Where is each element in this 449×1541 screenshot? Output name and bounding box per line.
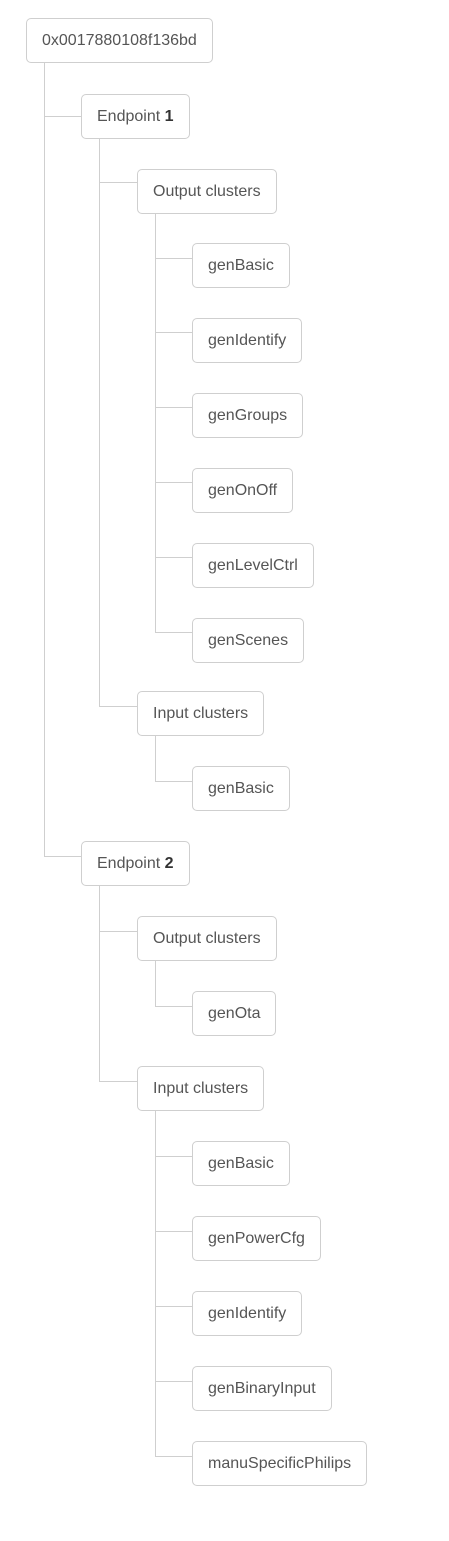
tree-connector <box>155 557 192 558</box>
cluster-name: genOnOff <box>208 482 278 499</box>
cluster-node-genidentify[interactable]: genIdentify <box>192 1291 303 1336</box>
endpoint-number: 2 <box>164 855 174 872</box>
endpoint-1-node[interactable]: Endpoint 1 <box>81 94 190 139</box>
cluster-node-gengroups[interactable]: genGroups <box>192 393 304 438</box>
cluster-name: genBinaryInput <box>208 1380 316 1397</box>
endpoint-label: Endpoint <box>97 855 165 872</box>
endpoint-1-input-clusters-node[interactable]: Input clusters <box>137 691 265 736</box>
cluster-name: genPowerCfg <box>208 1230 305 1247</box>
tree-connector <box>99 1081 137 1082</box>
tree-connector <box>155 632 192 633</box>
tree-connector <box>155 482 192 483</box>
tree-connector <box>155 1381 192 1382</box>
endpoint-2-node[interactable]: Endpoint 2 <box>81 841 190 886</box>
cluster-name: genIdentify <box>208 332 287 349</box>
cluster-node-genbasic[interactable]: genBasic <box>192 766 290 811</box>
tree-connector <box>155 1456 192 1457</box>
cluster-name: genLevelCtrl <box>208 557 298 574</box>
output-clusters-label: Output clusters <box>153 930 261 947</box>
tree-connector <box>99 931 137 932</box>
cluster-node-genpowercfg[interactable]: genPowerCfg <box>192 1216 321 1261</box>
tree-connector <box>155 781 192 782</box>
device-ieee-address: 0x0017880108f136bd <box>42 32 197 49</box>
endpoint-2-input-clusters-node[interactable]: Input clusters <box>137 1066 265 1111</box>
tree-connector <box>44 62 45 856</box>
cluster-name: manuSpecificPhilips <box>208 1455 352 1472</box>
cluster-node-genidentify[interactable]: genIdentify <box>192 318 303 363</box>
cluster-name: genBasic <box>208 780 274 797</box>
cluster-name: genBasic <box>208 1155 274 1172</box>
cluster-node-genbasic[interactable]: genBasic <box>192 1141 290 1186</box>
input-clusters-label: Input clusters <box>153 705 249 722</box>
tree-connector <box>44 116 81 117</box>
cluster-name: genOta <box>208 1005 261 1022</box>
cluster-node-genbinaryinput[interactable]: genBinaryInput <box>192 1366 332 1411</box>
endpoint-1-output-clusters-node[interactable]: Output clusters <box>137 169 277 214</box>
output-clusters-label: Output clusters <box>153 183 261 200</box>
endpoint-label: Endpoint <box>97 108 165 125</box>
cluster-node-genscenes[interactable]: genScenes <box>192 618 305 663</box>
tree-connector <box>155 1006 192 1007</box>
tree-connector <box>44 856 81 857</box>
tree-connector <box>99 182 137 183</box>
cluster-node-manuspecificphilips[interactable]: manuSpecificPhilips <box>192 1441 368 1486</box>
tree-connector <box>99 706 137 707</box>
cluster-node-genota[interactable]: genOta <box>192 991 277 1036</box>
cluster-name: genGroups <box>208 407 288 424</box>
tree-connector <box>155 258 192 259</box>
input-clusters-label: Input clusters <box>153 1080 249 1097</box>
tree-connector <box>155 1110 156 1456</box>
cluster-name: genScenes <box>208 632 289 649</box>
tree-connector <box>155 735 156 781</box>
tree-connector <box>155 960 156 1006</box>
tree-connector <box>99 138 100 706</box>
tree-connector <box>155 213 156 632</box>
cluster-name: genIdentify <box>208 1305 287 1322</box>
endpoint-number: 1 <box>164 108 174 125</box>
tree-connector <box>155 1156 192 1157</box>
tree-connector <box>99 886 100 1081</box>
tree-connector <box>155 332 192 333</box>
cluster-name: genBasic <box>208 257 274 274</box>
tree-connector <box>155 407 192 408</box>
device-ieee-address-node[interactable]: 0x0017880108f136bd <box>26 18 213 63</box>
cluster-node-genonoff[interactable]: genOnOff <box>192 468 294 513</box>
endpoint-2-output-clusters-node[interactable]: Output clusters <box>137 916 277 961</box>
cluster-node-genlevelctrl[interactable]: genLevelCtrl <box>192 543 314 588</box>
tree-connector <box>155 1306 192 1307</box>
cluster-node-genbasic[interactable]: genBasic <box>192 243 290 288</box>
tree-connector <box>155 1231 192 1232</box>
